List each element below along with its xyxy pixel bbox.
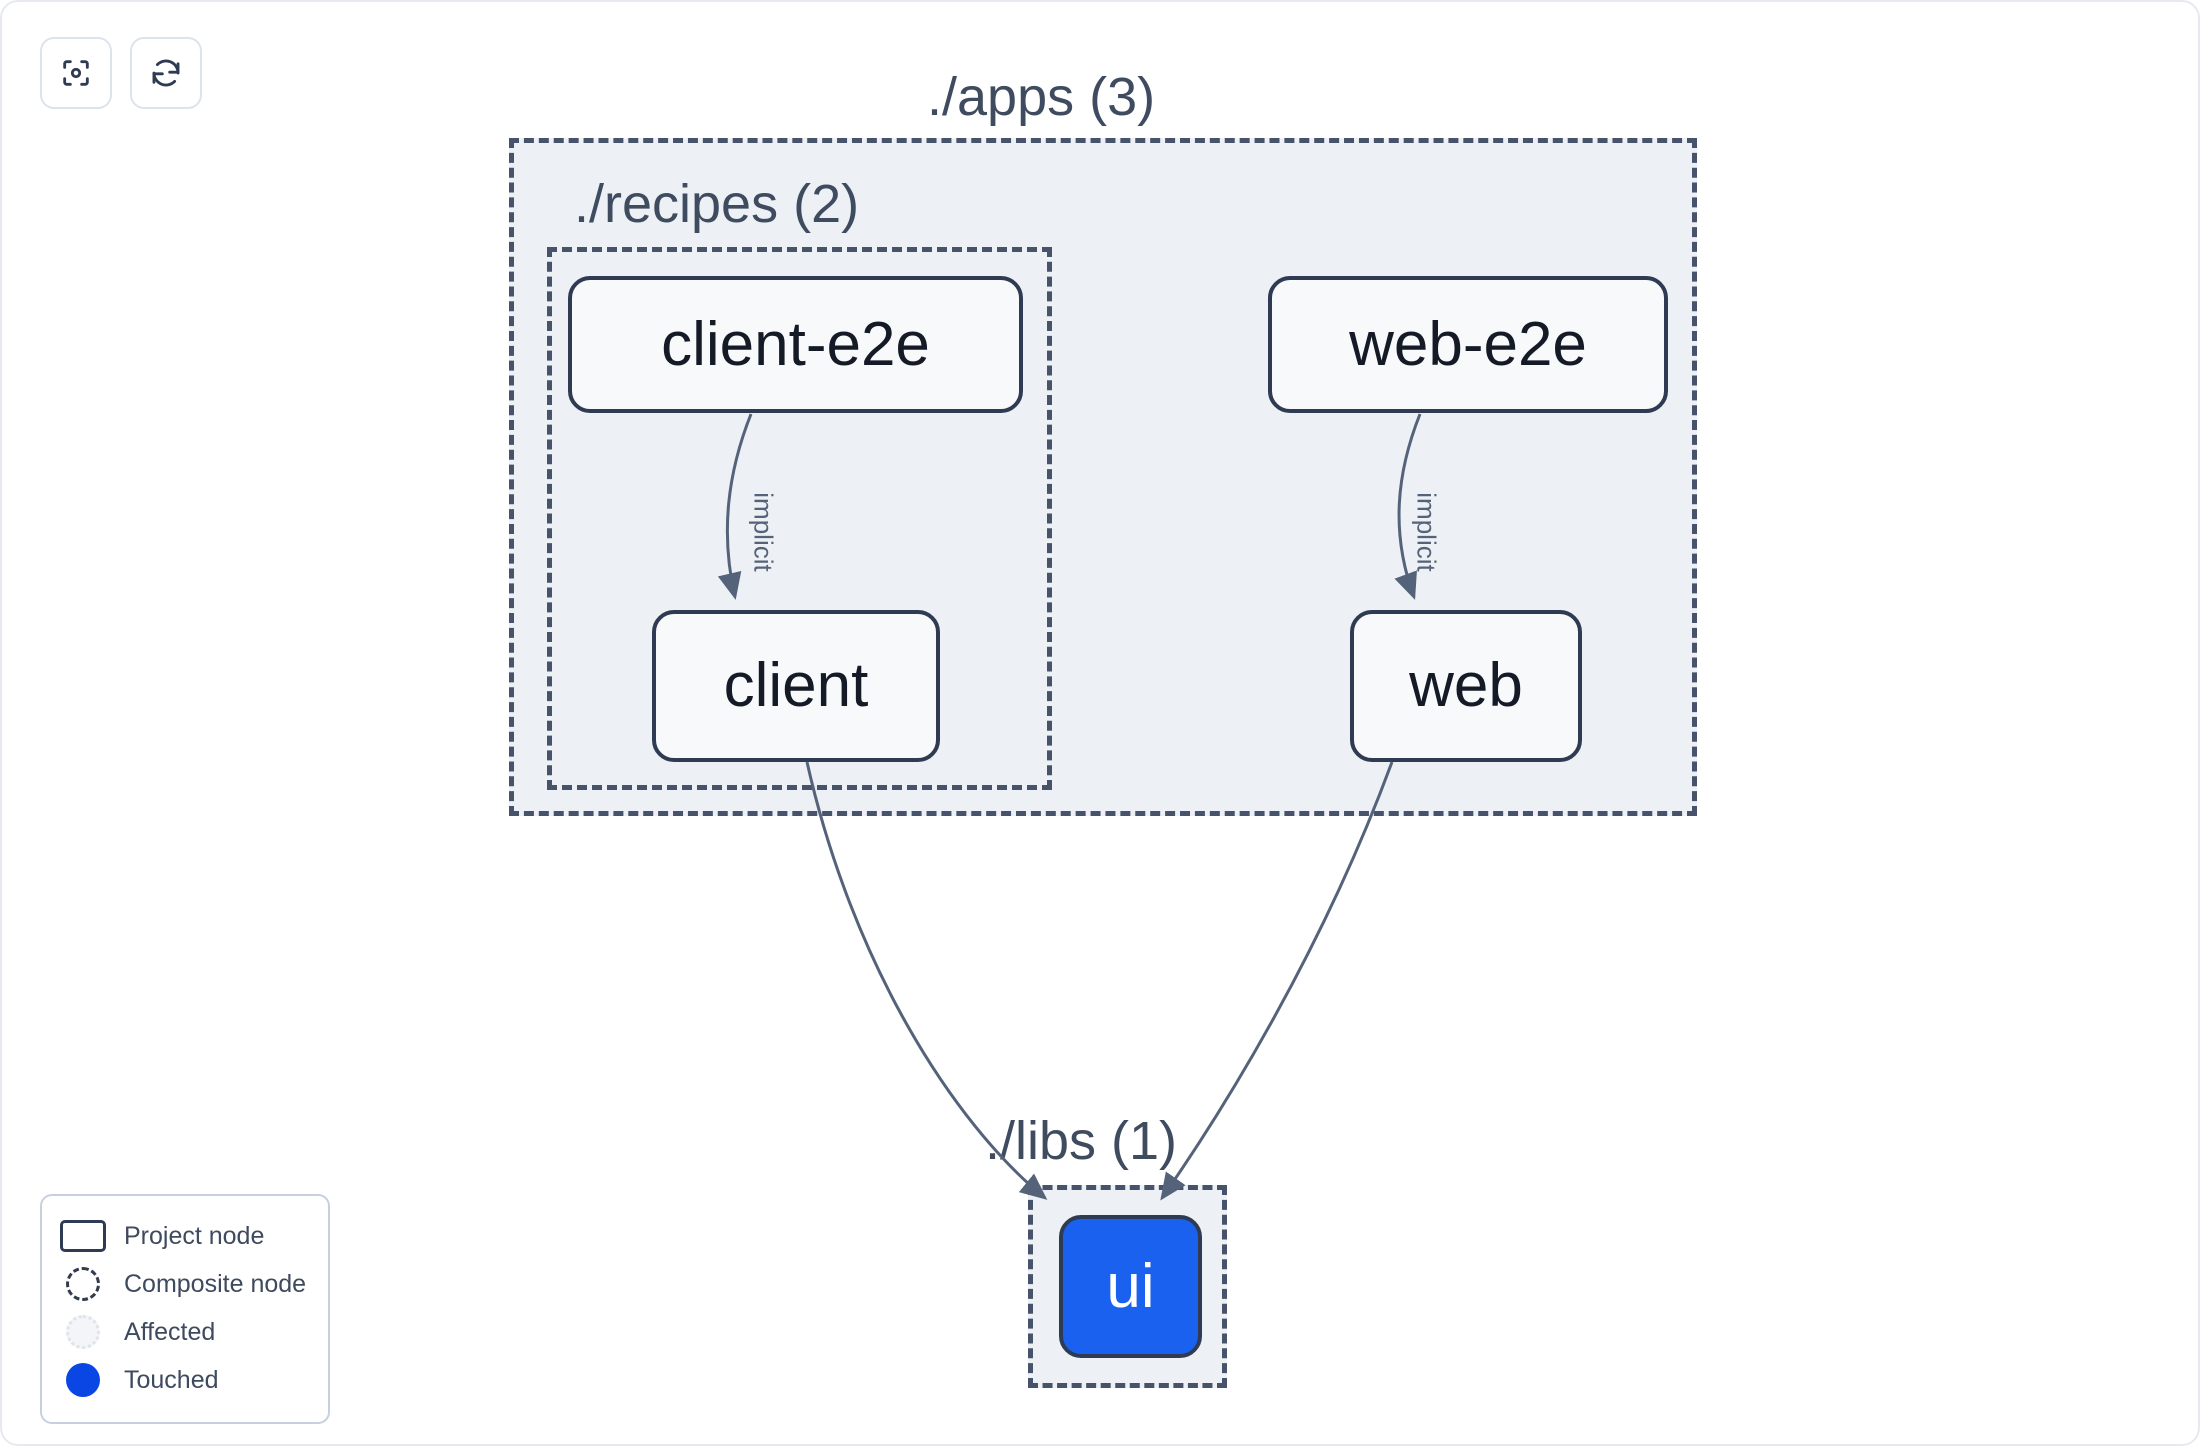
project-node-web[interactable]: web bbox=[1350, 610, 1582, 762]
legend-item-composite-node: Composite node bbox=[60, 1260, 310, 1308]
legend-label-project-node: Project node bbox=[124, 1221, 265, 1250]
legend-item-affected: Affected bbox=[60, 1308, 310, 1356]
legend-item-project-node: Project node bbox=[60, 1212, 310, 1260]
project-node-symbol-icon bbox=[60, 1219, 106, 1253]
refresh-icon bbox=[149, 56, 183, 90]
graph-toolbar bbox=[40, 37, 202, 109]
focus-graph-button[interactable] bbox=[40, 37, 112, 109]
legend-label-affected: Affected bbox=[124, 1317, 216, 1346]
legend-item-touched: Touched bbox=[60, 1356, 310, 1404]
edge-label-client-e2e-client: implicit bbox=[748, 492, 779, 572]
group-label-apps: ./apps (3) bbox=[927, 67, 1156, 127]
composite-node-symbol-icon bbox=[60, 1267, 106, 1301]
legend-label-composite-node: Composite node bbox=[124, 1269, 307, 1298]
edge-label-web-e2e-web: implicit bbox=[1411, 492, 1442, 572]
legend-label-touched: Touched bbox=[124, 1365, 219, 1394]
project-node-client[interactable]: client bbox=[652, 610, 940, 762]
project-node-ui[interactable]: ui bbox=[1059, 1215, 1202, 1358]
project-node-client-e2e[interactable]: client-e2e bbox=[568, 276, 1023, 413]
group-label-recipes: ./recipes (2) bbox=[574, 174, 860, 234]
touched-symbol-icon bbox=[60, 1363, 106, 1397]
affected-symbol-icon bbox=[60, 1315, 106, 1349]
graph-legend: Project node Composite node Affected Tou… bbox=[40, 1194, 330, 1424]
project-node-web-e2e[interactable]: web-e2e bbox=[1268, 276, 1668, 413]
group-label-libs: ./libs (1) bbox=[985, 1111, 1178, 1171]
focus-target-icon bbox=[59, 56, 93, 90]
refresh-graph-button[interactable] bbox=[130, 37, 202, 109]
